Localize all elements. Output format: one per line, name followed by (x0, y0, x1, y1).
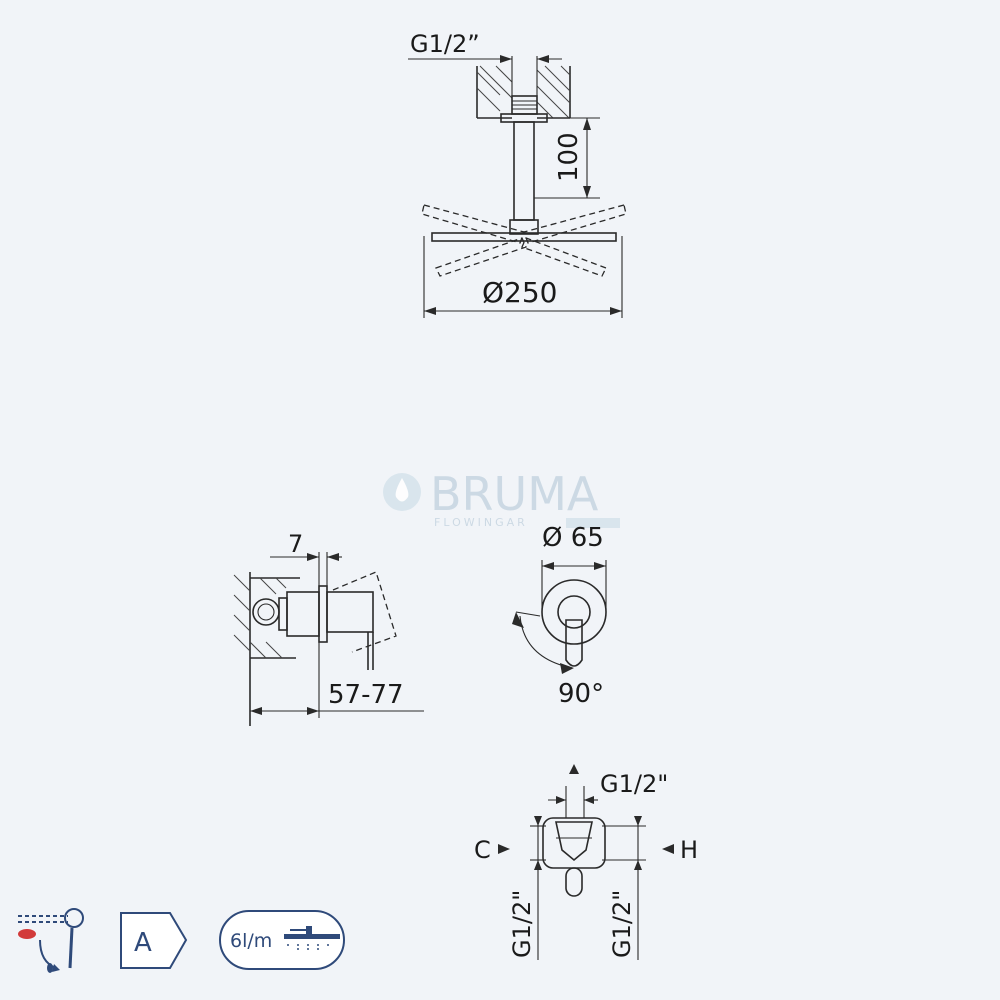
feature-badges: A 6l/m (18, 908, 345, 973)
front-diameter-label: Ø 65 (542, 523, 604, 553)
rear-top-arrow (569, 764, 579, 774)
tilted-head-right-up (523, 204, 627, 244)
energy-class-label: A (134, 928, 152, 958)
shower-head-drawing: G1/2” 100 Ø250 (408, 30, 627, 318)
ceiling-hatch (476, 65, 571, 119)
shower-arm (513, 121, 535, 221)
shower-diameter-label: Ø250 (482, 276, 557, 309)
rear-top-thread-label: G1/2" (600, 770, 668, 798)
rear-outlet (565, 867, 583, 897)
energy-class-badge (120, 912, 188, 969)
flow-rate-badge (219, 910, 345, 970)
rear-right-thread-label: G1/2" (608, 890, 636, 958)
valve-body (252, 598, 280, 626)
cold-start-icon (18, 908, 84, 973)
ball-joint (509, 219, 539, 235)
flow-rate-label: 6l/m (230, 930, 272, 952)
mixer-rear-drawing: G1/2" C G1/2" H G1/2" (474, 764, 698, 960)
cold-label: C (474, 836, 491, 864)
rain-shower-icon (284, 926, 340, 952)
tilted-head-left-up (421, 204, 525, 244)
side-depth-label: 7 (288, 530, 303, 558)
mixer-handle-side (326, 591, 374, 633)
handle-rotated-dashed (332, 571, 397, 653)
mixer-side-drawing: 7 57-77 (233, 530, 424, 726)
front-handle-lever (565, 619, 583, 667)
wall-plate (318, 585, 328, 643)
side-length-label: 57-77 (328, 680, 404, 710)
shower-arm-length-label: 100 (554, 132, 584, 182)
front-rotation-label: 90° (558, 679, 604, 709)
front-handle-hub (557, 595, 591, 629)
tilted-head-left-down (435, 237, 527, 277)
watermark-brand: BRUMA (430, 467, 599, 521)
watermark-tagline: FLOWINGAR (434, 516, 528, 529)
valve-cartridge (286, 591, 320, 637)
mixer-front-drawing: Ø 65 90° (512, 523, 607, 709)
hot-label: H (680, 836, 698, 864)
front-cover-plate (541, 579, 607, 645)
rear-left-thread-label: G1/2" (508, 890, 536, 958)
tilted-head-right-down (521, 237, 607, 277)
rear-cartridge (555, 821, 593, 862)
shower-thread-label: G1/2” (410, 30, 480, 58)
bruma-watermark: BRUMA FLOWINGAR (383, 467, 620, 529)
